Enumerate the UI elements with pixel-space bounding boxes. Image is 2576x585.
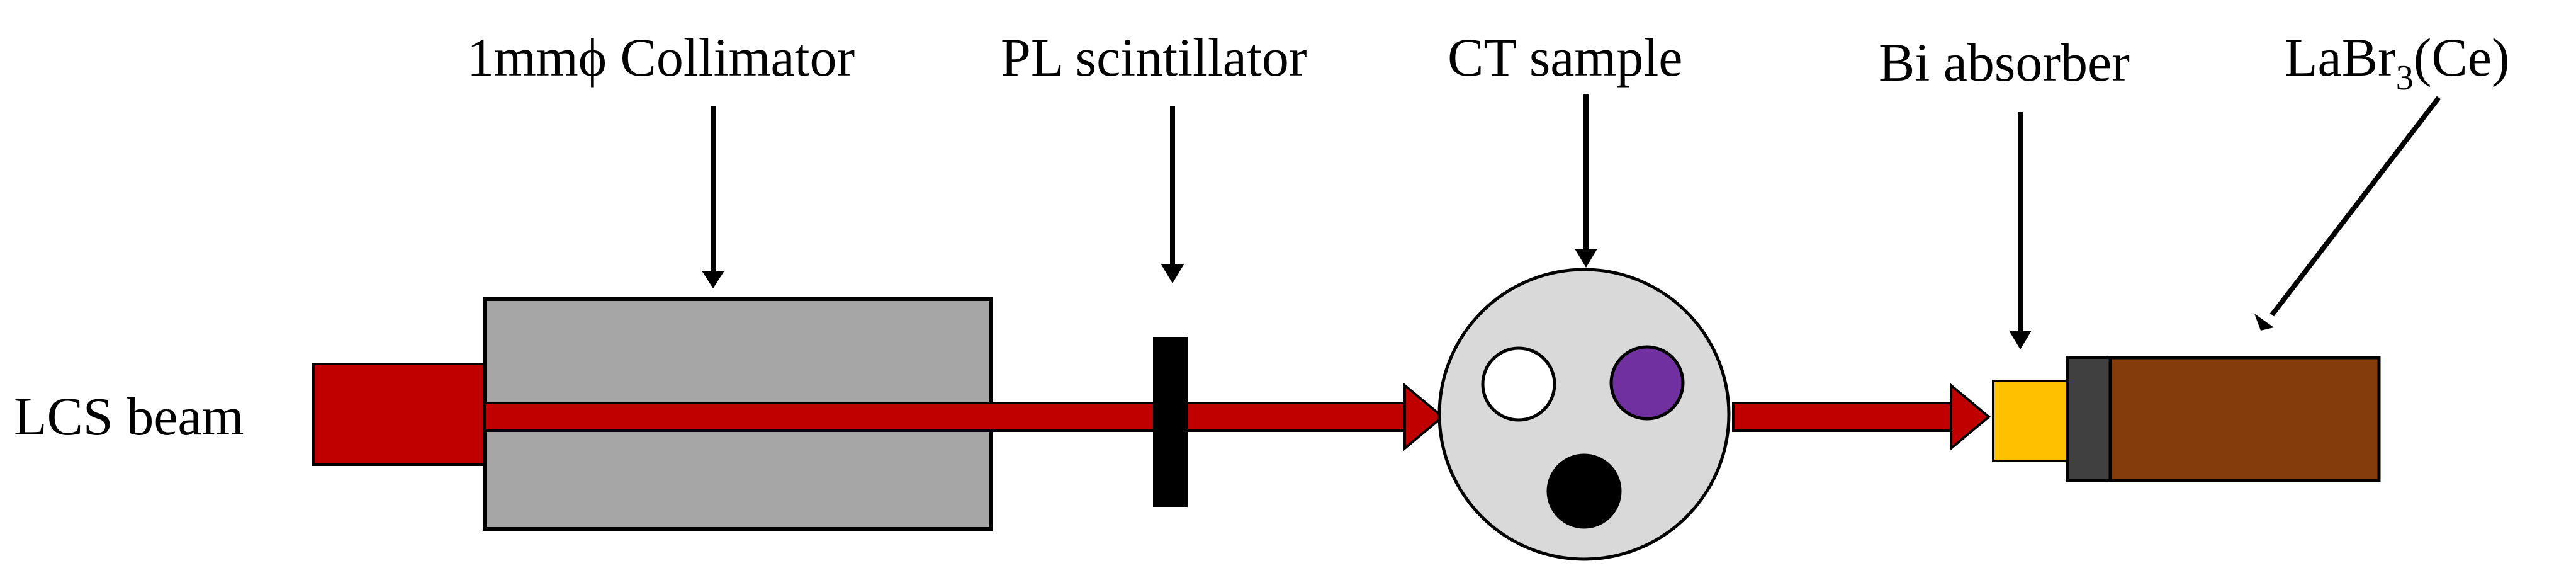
beam-source-block: [312, 363, 491, 466]
collimator-label: 1mmϕ Collimator: [467, 27, 855, 88]
detector-pointer-head: [2254, 314, 2274, 331]
scintillator-pointer-head: [1161, 264, 1184, 283]
sample-pointer-head: [1575, 249, 1597, 268]
detector-label: LaBr3(Ce): [2285, 27, 2510, 98]
beam-arrowhead-1: [1403, 382, 1445, 452]
detector-label-tail: (Ce): [2414, 27, 2510, 88]
ct-sample-disc: [1437, 268, 1731, 561]
sample-hole-black: [1546, 453, 1622, 529]
beam-line-2: [1732, 402, 1955, 432]
bi-absorber: [1992, 380, 2069, 462]
absorber-pointer-head: [2009, 331, 2032, 349]
sample-hole-purple: [1609, 345, 1685, 421]
detector-body: [2108, 356, 2381, 482]
beam-arrowhead-2: [1950, 382, 1991, 452]
detector-pointer-arrow: [2269, 96, 2441, 317]
pl-scintillator: [1153, 337, 1188, 507]
collimator-pointer-head: [702, 271, 724, 288]
detector-label-sub: 3: [2396, 59, 2414, 98]
beam-label: LCS beam: [14, 386, 244, 446]
scintillator-label: PL scintillator: [1001, 27, 1307, 88]
detector-window: [2066, 356, 2112, 482]
sample-hole-white: [1481, 346, 1556, 422]
beam-line-1: [483, 402, 1408, 432]
sample-label: CT sample: [1448, 27, 1682, 88]
absorber-label: Bi absorber: [1879, 32, 2130, 93]
detector-label-main: LaBr: [2285, 27, 2396, 88]
